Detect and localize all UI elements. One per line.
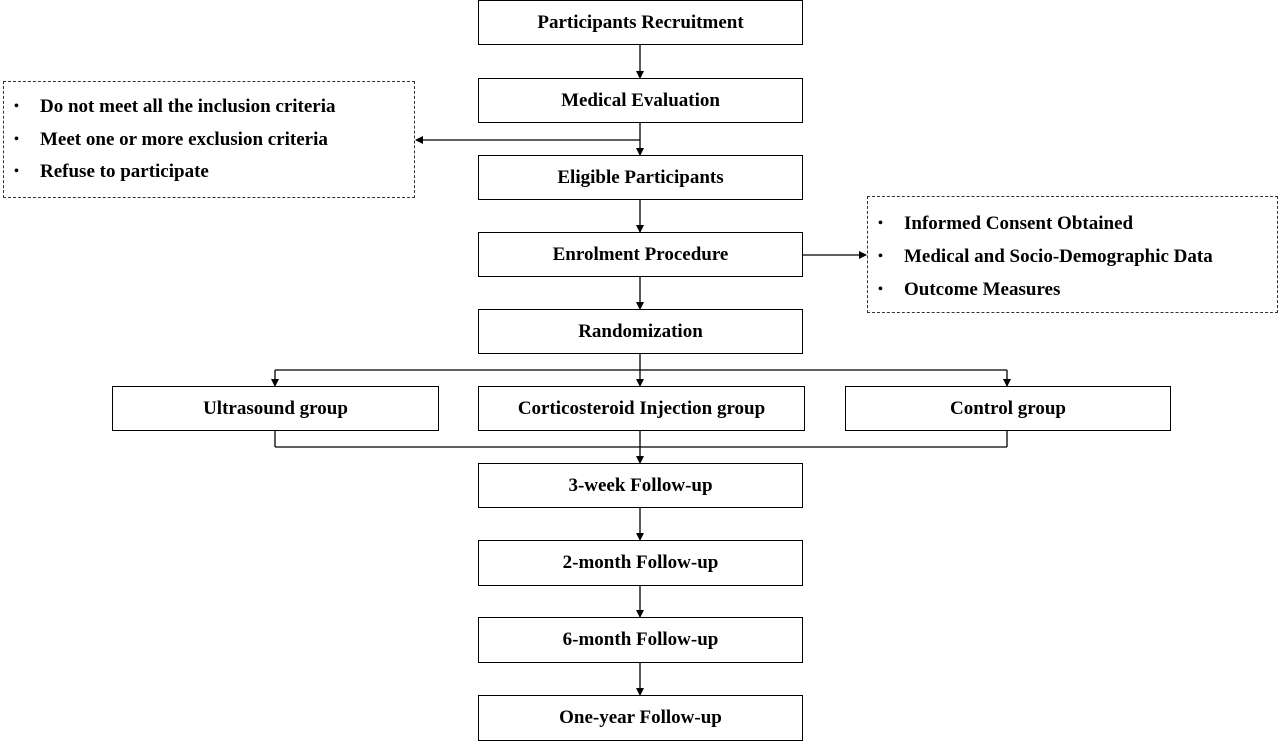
enrolment-item-text: Medical and Socio-Demographic Data (904, 246, 1213, 267)
bullet-icon: • (878, 282, 883, 297)
exclusion-item-text: Meet one or more exclusion criteria (40, 129, 328, 150)
eligible-participants-box: Eligible Participants (478, 155, 803, 200)
year1-followup-box: One-year Follow-up (478, 695, 803, 741)
exclusion-item: • Meet one or more exclusion criteria (14, 129, 328, 151)
enrolment-item-text: Informed Consent Obtained (904, 213, 1134, 234)
bullet-icon: • (14, 99, 19, 114)
exclusion-criteria-note: •Do not meet all the inclusion criteria … (3, 81, 415, 198)
bullet-icon: • (878, 216, 883, 231)
exclusion-item-text: Refuse to participate (40, 161, 209, 182)
exclusion-item-text: Do not meet all the inclusion criteria (40, 96, 336, 117)
enrolment-procedure-box: Enrolment Procedure (478, 232, 803, 277)
enrolment-item: • Medical and Socio-Demographic Data (878, 246, 1213, 268)
week3-followup-box: 3-week Follow-up (478, 463, 803, 508)
enrolment-item: • Outcome Measures (878, 279, 1060, 301)
bullet-icon: • (14, 132, 19, 147)
control-group-box: Control group (845, 386, 1171, 431)
month6-followup-box: 6-month Follow-up (478, 617, 803, 663)
participants-recruitment-box: Participants Recruitment (478, 0, 803, 45)
exclusion-item: • Refuse to participate (14, 161, 209, 183)
ultrasound-group-box: Ultrasound group (112, 386, 439, 431)
corticosteroid-injection-group-box: Corticosteroid Injection group (478, 386, 805, 431)
enrolment-item-text: Outcome Measures (904, 279, 1061, 300)
medical-evaluation-box: Medical Evaluation (478, 78, 803, 123)
randomization-box: Randomization (478, 309, 803, 354)
enrolment-item: • Informed Consent Obtained (878, 213, 1133, 235)
month2-followup-box: 2-month Follow-up (478, 540, 803, 586)
bullet-icon: • (14, 164, 19, 179)
enrolment-details-note: • Informed Consent Obtained • Medical and … (867, 196, 1278, 313)
exclusion-item: • Do not meet all the inclusion criteria (14, 96, 336, 118)
bullet-icon: • (878, 249, 883, 264)
